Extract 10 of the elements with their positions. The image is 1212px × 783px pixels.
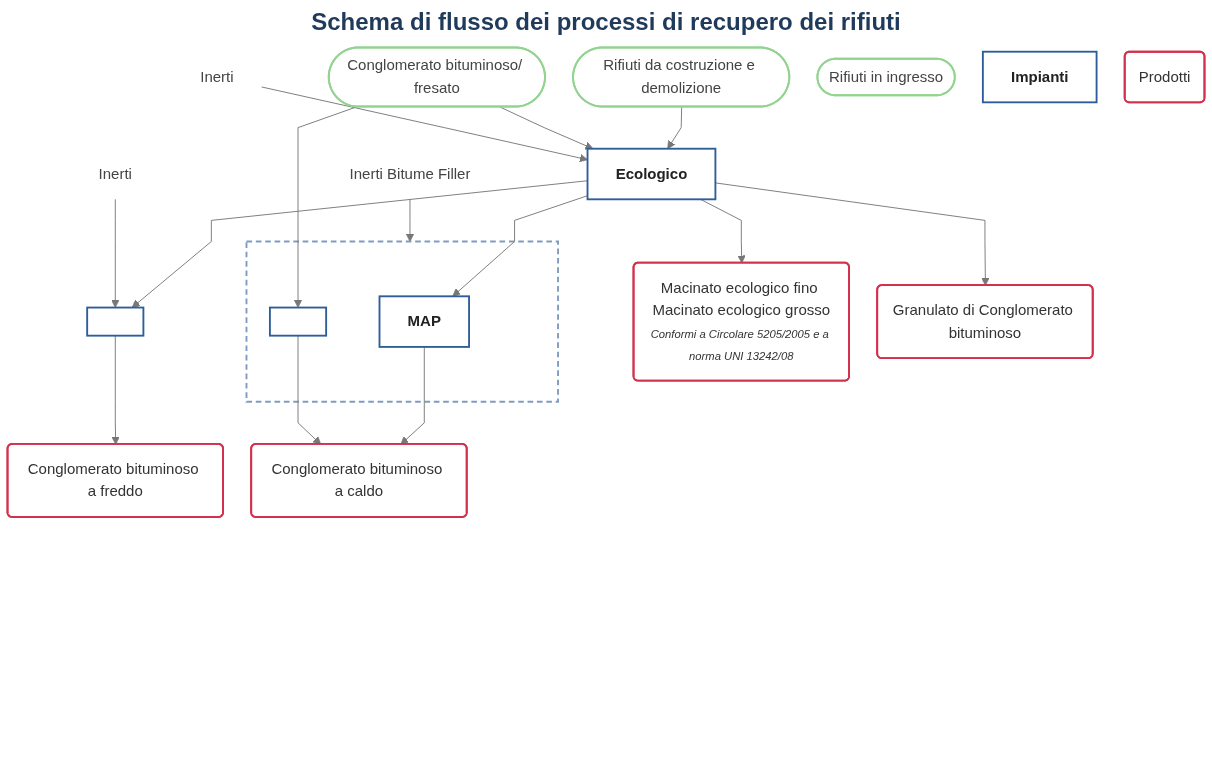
node-text: Inerti xyxy=(98,165,132,182)
node-text: Inerti Bitume Filler xyxy=(349,165,471,182)
cluster xyxy=(245,240,559,403)
node-box: Impianti xyxy=(981,50,1098,104)
node-box: MAP xyxy=(378,295,470,348)
node-box xyxy=(268,306,328,337)
node-text: Inerti xyxy=(200,68,234,85)
diagram-title: Schema di flusso dei processi di recupero dei rifiuti xyxy=(310,8,902,36)
node-box: Ecologico xyxy=(586,147,717,201)
node-box xyxy=(86,306,145,337)
